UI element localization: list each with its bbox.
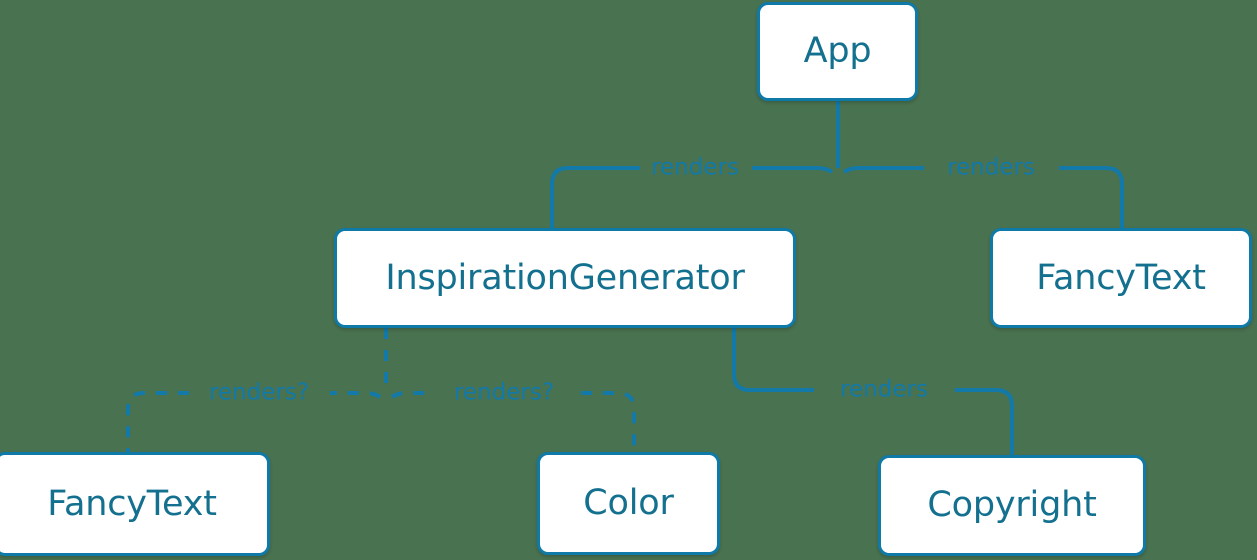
node-inspiration-generator[interactable]: InspirationGenerator — [334, 228, 796, 328]
edge-label-app-to-inspiration-generator: renders — [644, 156, 746, 180]
node-color-label: Color — [583, 483, 674, 523]
edge-label-inspiration-to-fancy-text: renders? — [201, 381, 317, 405]
edge-label-inspiration-to-color: renders? — [446, 381, 562, 405]
edge-label-app-to-fancy-text: renders — [940, 156, 1042, 180]
node-fancy-text-bottom-label: FancyText — [47, 483, 217, 524]
edge-inspiration-to-copyright — [732, 328, 1014, 455]
node-copyright[interactable]: Copyright — [878, 455, 1146, 556]
node-fancy-text-right[interactable]: FancyText — [990, 228, 1252, 328]
node-fancy-text-bottom[interactable]: FancyText — [0, 452, 270, 556]
edge-label-inspiration-to-copyright: renders — [833, 378, 935, 402]
node-color[interactable]: Color — [537, 452, 720, 555]
edge-inspiration-to-fancy-text — [126, 391, 382, 452]
node-inspiration-generator-label: InspirationGenerator — [385, 257, 745, 298]
edge-app-to-inspiration-generator — [550, 166, 834, 228]
node-fancy-text-right-label: FancyText — [1036, 257, 1206, 298]
node-app[interactable]: App — [757, 2, 918, 101]
edge-app-to-fancy-text — [842, 166, 1124, 228]
edge-inspiration-to-color — [390, 391, 636, 452]
node-copyright-label: Copyright — [927, 485, 1097, 525]
node-app-label: App — [803, 31, 872, 71]
